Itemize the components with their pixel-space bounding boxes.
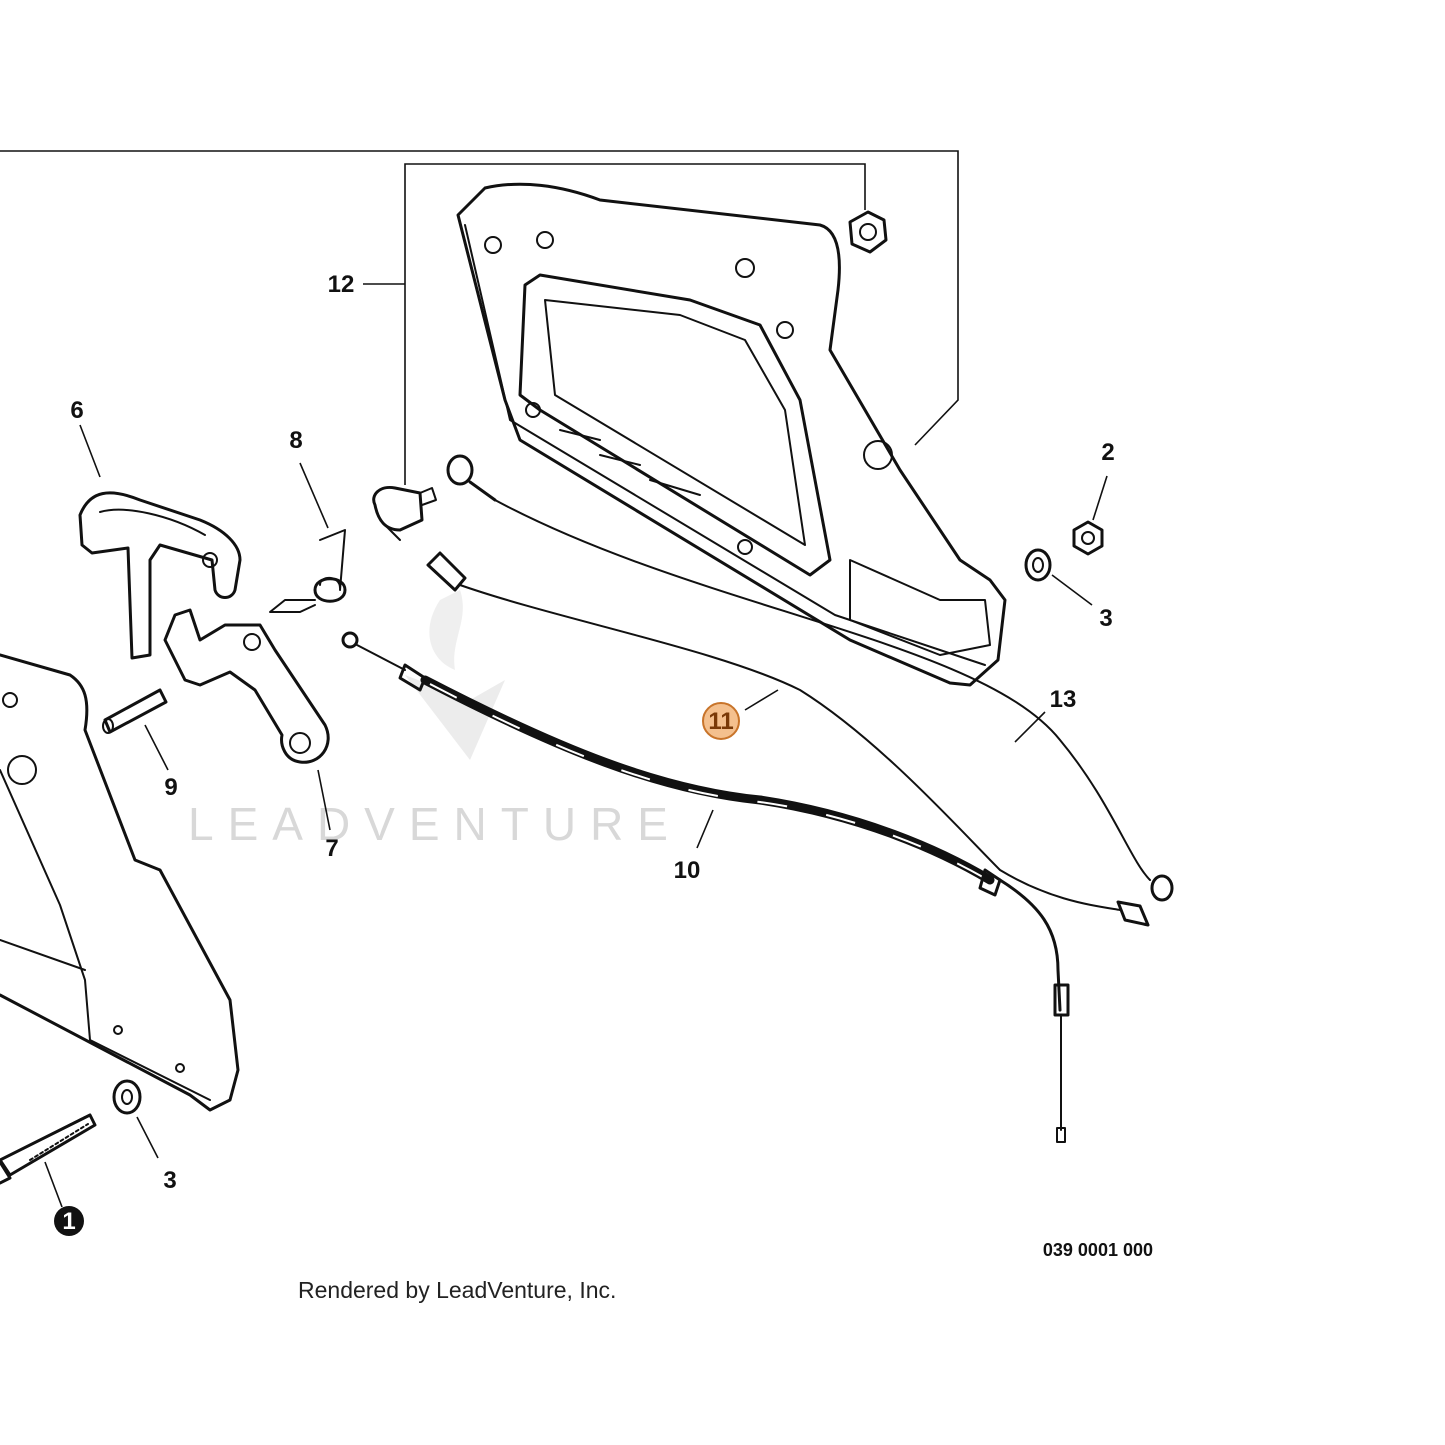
callout-2[interactable]: 2 — [1101, 439, 1114, 466]
handle-frame — [456, 182, 1007, 687]
leader-2 — [1092, 475, 1108, 521]
callouts: 1 2 3 3 6 7 8 9 10 11 12 13 — [54, 271, 1115, 1236]
diagram-part-code: 039 0001 000 — [1043, 1240, 1153, 1260]
callout-1-badge[interactable] — [54, 1206, 84, 1236]
part-2-nut — [1072, 520, 1104, 556]
leader-10 — [696, 809, 714, 849]
leader-9 — [144, 724, 169, 771]
part-7-pawl — [163, 608, 330, 764]
part-3-washer-left — [112, 1079, 142, 1115]
callout-13[interactable]: 13 — [1050, 686, 1077, 713]
callout-10[interactable]: 10 — [674, 857, 701, 884]
watermark-flame-icon — [429, 590, 463, 670]
handle-body-left — [0, 653, 240, 1112]
callout-3-right[interactable]: 3 — [1099, 605, 1112, 632]
part-8-spring — [269, 529, 347, 613]
leader-8 — [299, 462, 329, 529]
leader-11 — [744, 689, 779, 711]
assembly-bracket-outer — [0, 150, 959, 446]
callout-12[interactable]: 12 — [328, 271, 355, 298]
callout-11-badge[interactable] — [702, 702, 740, 740]
render-credit: Rendered by LeadVenture, Inc. — [298, 1277, 616, 1303]
callout-8[interactable]: 8 — [289, 427, 302, 454]
part-11-wire — [426, 551, 1150, 927]
nut-large — [848, 210, 888, 254]
callout-3-left[interactable]: 3 — [163, 1167, 176, 1194]
part-9-pin — [102, 688, 168, 734]
watermark-logo-icon — [405, 675, 505, 760]
part-10-throttle-cable — [341, 631, 1070, 1143]
leader-13 — [1014, 711, 1046, 743]
part-1-bolt — [0, 1113, 97, 1185]
callout-6[interactable]: 6 — [70, 397, 83, 424]
leader-6 — [79, 424, 101, 478]
leader-7 — [317, 769, 331, 831]
part-13-cable — [446, 454, 1174, 902]
assembly-bracket-inner — [404, 163, 866, 485]
callout-9[interactable]: 9 — [164, 774, 177, 801]
watermark-text: LEADVENTURE — [188, 798, 682, 850]
callout-7[interactable]: 7 — [325, 835, 338, 862]
leader-1 — [44, 1161, 63, 1208]
leader-3-left — [136, 1116, 159, 1159]
callout-1[interactable]: 1 — [62, 1208, 75, 1235]
callout-11[interactable]: 11 — [708, 708, 733, 735]
part-3-washer-right — [1024, 548, 1052, 582]
leader-3-right — [1051, 574, 1093, 606]
watermark: LEADVENTURE — [188, 590, 682, 850]
part-6-lever — [78, 491, 242, 660]
switch-connector — [372, 485, 437, 541]
